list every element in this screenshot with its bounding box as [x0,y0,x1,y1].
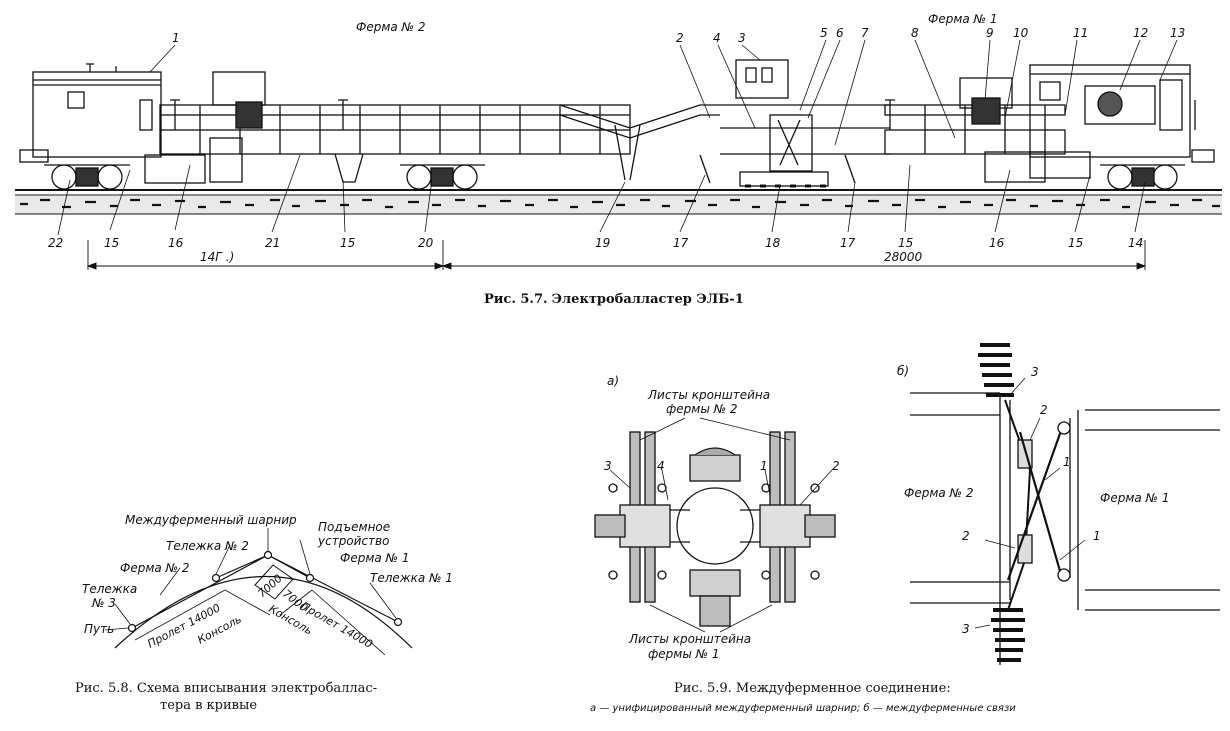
dimension-lines [86,240,1147,270]
figure-5-8-caption-line-2: тера в кривые [160,698,258,713]
figure-5-8-caption-line-1: Рис. 5.8. Схема вписывания электробаллас… [75,681,377,696]
sheets-top-1: Листы кронштейна [647,388,770,402]
part-number: 7 [861,26,869,40]
part-number: 8 [911,26,919,40]
part-number: 9 [986,26,994,40]
truss-2-chord [131,554,269,629]
part-number: 3 [738,31,746,45]
leader-lines [57,39,1178,236]
caption-text: Междуферменное соединение: [735,681,951,696]
tie-number: 2 [962,529,970,543]
sheets-top-2: фермы № 2 [666,402,738,416]
bogie-1-label: Тележка № 1 [370,571,453,585]
part-number: 12 [1133,26,1148,40]
part-number: 21 [265,236,280,250]
bogie-right [1100,164,1185,190]
bogie-3-label-1: Тележка [82,582,137,596]
part-number: 15 [340,236,355,250]
part-number: 10 [1013,26,1029,40]
bottom-part-numbers: 22 15 16 21 15 20 19 17 18 17 15 16 15 1… [48,236,1143,250]
hinge-number: 1 [760,459,768,473]
part-number: 13 [1170,26,1185,40]
part-number: 2 [676,31,684,45]
part-b-label: б) [897,364,909,378]
truss-1-frame [884,77,1091,183]
center-bridge [559,59,890,188]
top-part-numbers: 1 2 4 3 5 6 7 8 9 10 11 12 13 [172,26,1185,45]
sheets-bottom-1: Листы кронштейна [628,632,751,646]
dimension-right-label: 28000 [884,250,923,264]
figure-5-9-subcaption: а — унифицированный междуферменный шарни… [590,703,1016,714]
figure-5-9-caption: Рис. 5.9. Междуферменное соединение: [674,681,951,696]
hinge-drawing [594,417,836,633]
ties-labels: б) Ферма № 2 Ферма № 1 3 2 1 2 1 3 [897,364,1169,636]
bogie-middle [400,164,485,190]
truss-1-label: Ферма № 1 [340,551,409,565]
hinge-number: 3 [604,459,612,473]
part-number: 15 [898,236,913,250]
part-number: 4 [713,31,721,45]
left-cab [19,63,162,163]
tie-number: 1 [1063,455,1071,469]
dimension-left-label: 14Г .) [200,250,234,264]
ties-truss-2: Ферма № 2 [904,486,973,500]
part-number: 14 [1128,236,1143,250]
part-number: 15 [104,236,119,250]
part-number: 15 [1068,236,1083,250]
part-number: 17 [840,236,856,250]
curve-scheme-drawing [104,528,413,656]
part-number: 5 [820,26,828,40]
part-number: 19 [595,236,610,250]
hinge-number: 4 [657,459,665,473]
bogie-3-label-2: № 3 [91,596,116,610]
part-number: 20 [418,236,434,250]
hinge-label: Междуферменный шарнир [125,513,297,527]
ties-truss-1: Ферма № 1 [1100,491,1169,505]
truss-2-frame [144,71,631,184]
tie-number: 3 [962,622,970,636]
right-cab [1029,64,1215,163]
ballaster-drawing [15,39,1222,270]
truss-1-chord [267,554,399,623]
caption-prefix: Рис. 5.7. [484,292,548,307]
part-a-label: а) [607,374,619,388]
truss-2-title: Ферма № 2 [356,20,425,34]
part-number: 18 [765,236,781,250]
tie-number: 1 [1093,529,1101,543]
lift-label-2: устройство [317,534,389,548]
part-number: 1 [172,31,180,45]
caption-prefix: Рис. 5.8. [75,681,133,696]
track-label: Путь [84,622,114,636]
hinge-number: 2 [832,459,840,473]
tie-number: 2 [1040,403,1048,417]
bogie-2-label: Тележка № 2 [166,539,249,553]
hinge-labels: а) Листы кронштейна фермы № 2 Листы крон… [604,374,840,661]
part-number: 16 [168,236,184,250]
part-number: 22 [48,236,63,250]
curve-scheme-labels: Междуферменный шарнир Подъемное устройст… [82,513,453,651]
ties-drawing [910,343,1220,665]
bogie-left [44,164,130,190]
truss-1-title: Ферма № 1 [928,12,997,26]
caption-text: Схема вписывания электробаллас- [136,681,378,696]
caption-prefix: Рис. 5.9. [674,681,732,696]
figure-5-7-caption: Рис. 5.7. Электробалластер ЭЛБ-1 [484,292,744,307]
part-number: 6 [836,26,844,40]
truss-2-label: Ферма № 2 [120,561,189,575]
part-number: 16 [989,236,1005,250]
part-number: 17 [673,236,689,250]
sheets-bottom-2: фермы № 1 [648,647,720,661]
bogies [44,164,1185,190]
tie-number: 3 [1031,365,1039,379]
track-ballast [15,189,1222,215]
part-number: 11 [1073,26,1088,40]
caption-text: Электробалластер ЭЛБ-1 [551,292,744,307]
lift-label-1: Подъемное [318,520,390,534]
